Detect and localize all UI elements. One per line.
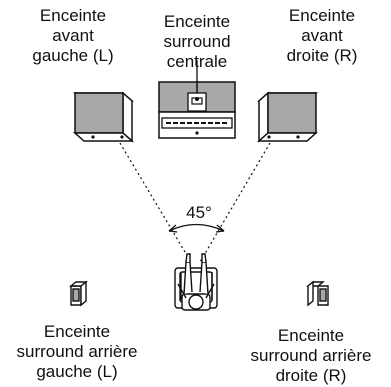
left-sight-line xyxy=(119,142,192,263)
front-left-speaker-icon xyxy=(73,91,134,143)
angle-arc xyxy=(168,223,225,233)
rear-right-speaker-label: Enceinte surround arrière droite (R) xyxy=(250,326,372,385)
rear-right-speaker-icon xyxy=(306,280,329,307)
rear-left-speaker-label: Enceinte surround arrière gauche (L) xyxy=(16,322,138,381)
front-right-speaker-label: Enceinte avant droite (R) xyxy=(286,6,358,65)
angle-label: 45° xyxy=(186,203,212,222)
right-sight-line xyxy=(199,142,271,263)
rear-left-speaker-icon xyxy=(69,280,88,307)
front-right-speaker-icon xyxy=(257,91,318,143)
center-speaker-icon xyxy=(158,60,236,139)
front-left-speaker-label: Enceinte avant gauche (L) xyxy=(32,6,114,65)
listener-chair-icon xyxy=(174,253,218,311)
